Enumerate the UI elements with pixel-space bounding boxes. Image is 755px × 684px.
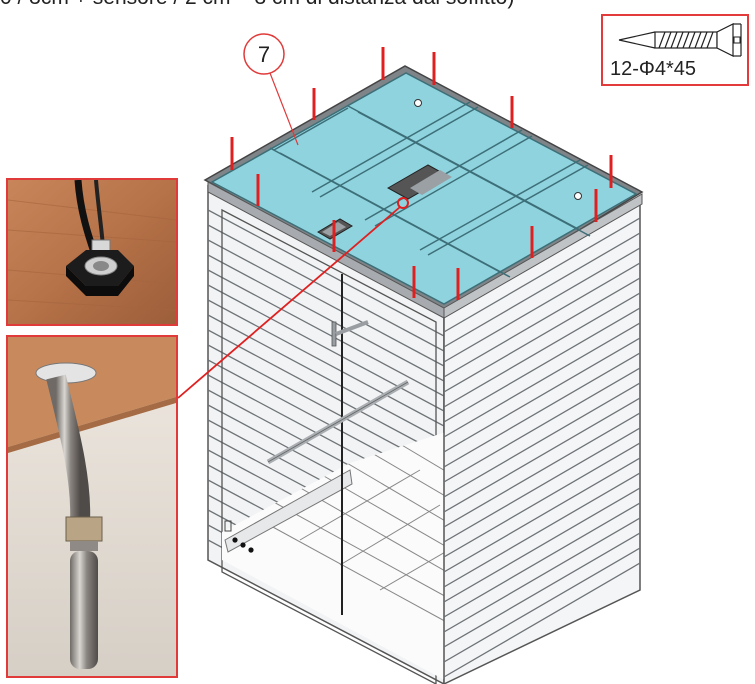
header-caption: 0 / 3cm + sensore / 2 cm ~ 3 cm di dista… bbox=[0, 0, 700, 16]
screw-markers bbox=[230, 47, 613, 300]
sensor-probe-photo bbox=[8, 337, 176, 676]
screw-icon bbox=[618, 23, 742, 57]
photo-sensor-nut bbox=[6, 178, 178, 326]
screw-spec-box: 12-Φ4*45 bbox=[601, 14, 749, 86]
glass-door bbox=[266, 274, 410, 615]
step-number: 7 bbox=[258, 42, 270, 67]
sensor-pointer bbox=[177, 197, 409, 399]
sensor-nut-photo bbox=[8, 180, 176, 324]
screw-spec-label: 12-Φ4*45 bbox=[610, 58, 697, 80]
step-callout: 7 bbox=[243, 33, 299, 146]
cabin-right-face bbox=[443, 196, 641, 684]
photo-sensor-probe bbox=[6, 335, 178, 678]
control-buttons bbox=[224, 520, 254, 553]
